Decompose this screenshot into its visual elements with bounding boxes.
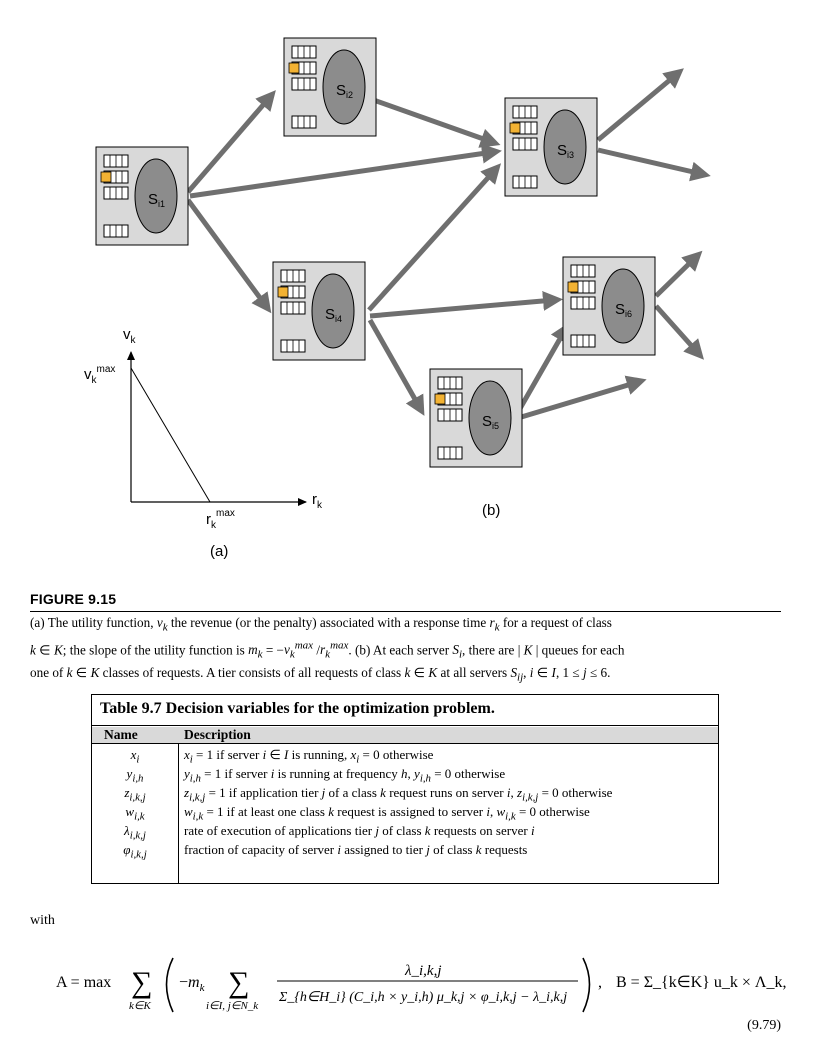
svg-text:Si4: Si4 bbox=[325, 306, 342, 324]
caption-rule bbox=[30, 611, 781, 612]
equation-9-79: A = max ∑ k∈K −mk ∑ i∈I, j∈N_k λ_i,k,j Σ… bbox=[56, 957, 786, 1013]
eq-sum-1: ∑ bbox=[131, 966, 152, 999]
row-name: wi,k bbox=[125, 804, 145, 823]
table-row: λi,k,j rate of execution of applications… bbox=[92, 821, 718, 842]
arrow-si5-si6 bbox=[515, 322, 570, 414]
arrow-si2-si3 bbox=[367, 95, 501, 148]
row-name: zi,k,j bbox=[124, 785, 146, 804]
utility-function-plot: vk vkmax rk rkmax (a) bbox=[84, 326, 323, 560]
eq-paren-right bbox=[582, 957, 591, 1013]
caption-line-3: one of k ∈ K classes of requests. A tier… bbox=[30, 664, 611, 684]
arrow-si3-out-up bbox=[596, 68, 684, 142]
server-si1: Si1 bbox=[95, 146, 189, 246]
svg-text:Si5: Si5 bbox=[482, 413, 499, 431]
caption-line-2: k ∈ K; the slope of the utility function… bbox=[30, 639, 625, 661]
figure-caption: (a) The utility function, vk the revenue… bbox=[30, 614, 790, 686]
arrow-si4-si5 bbox=[367, 318, 425, 416]
svg-text:Si1: Si1 bbox=[148, 191, 165, 209]
y-max-label: vkmax bbox=[84, 364, 115, 386]
eq-paren-left bbox=[165, 957, 174, 1013]
arrow-si1-si3 bbox=[189, 143, 502, 199]
server-si6: Si6 bbox=[562, 256, 656, 356]
eq-numerator: λ_i,k,j bbox=[404, 963, 442, 979]
row-description: fraction of capacity of server i assigne… bbox=[184, 842, 528, 857]
y-axis-label: vk bbox=[123, 326, 137, 346]
panel-b-label: (b) bbox=[482, 502, 500, 519]
with-text: with bbox=[30, 913, 55, 928]
table-body: xi xi = 1 if server i ∈ I is running, xi… bbox=[92, 745, 718, 861]
svg-text:Si6: Si6 bbox=[615, 301, 632, 319]
caption-line-1: (a) The utility function, vk the revenue… bbox=[30, 615, 612, 634]
row-description: yi,h = 1 if server i is running at frequ… bbox=[184, 766, 506, 785]
table-row: zi,k,j zi,k,j = 1 if application tier j … bbox=[92, 783, 718, 804]
table-row: xi xi = 1 if server i ∈ I is running, xi… bbox=[92, 745, 718, 766]
eq-sum2-sub: i∈I, j∈N_k bbox=[206, 1000, 259, 1012]
table-row: yi,h yi,h = 1 if server i is running at … bbox=[92, 764, 718, 785]
figure-diagram: Si1 Si2 Si3 Si4 Si5 Si6 vk vkmax rk rkma… bbox=[84, 37, 711, 560]
arrow-si6-out-down bbox=[654, 304, 704, 360]
arrow-si3-out-down bbox=[597, 147, 711, 182]
row-name: yi,h bbox=[126, 766, 144, 785]
panel-a-label: (a) bbox=[210, 543, 228, 560]
svg-text:Si2: Si2 bbox=[336, 82, 353, 100]
server-si2: Si2 bbox=[283, 37, 377, 137]
row-description: zi,k,j = 1 if application tier j of a cl… bbox=[184, 785, 613, 804]
x-max-label: rkmax bbox=[206, 508, 235, 531]
eq-sum-2: ∑ bbox=[228, 966, 249, 999]
eq-A-lhs: A = max bbox=[56, 974, 111, 991]
row-name: φi,k,j bbox=[123, 842, 147, 861]
server-si5: Si5 bbox=[429, 368, 523, 468]
row-description: xi = 1 if server i ∈ I is running, xi = … bbox=[184, 747, 434, 766]
table-header: Name Description bbox=[92, 727, 718, 743]
flow-arrows bbox=[185, 68, 711, 421]
arrow-si6-out-up bbox=[654, 250, 703, 298]
eq-B-rhs: B = Σ_{k∈K} u_k × Λ_k, bbox=[616, 974, 786, 991]
svg-text:Si3: Si3 bbox=[557, 142, 574, 160]
eq-comma: , bbox=[598, 974, 602, 991]
server-si3: Si3 bbox=[504, 97, 598, 197]
x-axis-label: rk bbox=[312, 491, 323, 511]
utility-line bbox=[130, 367, 211, 503]
table-rule bbox=[92, 725, 718, 727]
header-name: Name bbox=[104, 727, 138, 742]
table-row: φi,k,j fraction of capacity of server i … bbox=[92, 840, 718, 861]
arrow-si4-si6 bbox=[369, 290, 563, 319]
arrow-si1-si2 bbox=[186, 90, 276, 194]
header-description: Description bbox=[184, 727, 251, 742]
eq-sum1-sub: k∈K bbox=[129, 1000, 151, 1012]
row-description: rate of execution of applications tier j… bbox=[184, 823, 535, 838]
row-name: λi,k,j bbox=[124, 823, 146, 842]
column-divider bbox=[178, 743, 179, 883]
table-header-rule bbox=[92, 743, 718, 744]
table-row: wi,k wi,k = 1 if at least one class k re… bbox=[92, 802, 718, 823]
arrow-si4-si3 bbox=[367, 163, 502, 312]
eq-minus-mk: −mk bbox=[179, 974, 206, 994]
decision-variables-table: Table 9.7 Decision variables for the opt… bbox=[91, 694, 719, 884]
equation-number: (9.79) bbox=[747, 1018, 781, 1033]
row-name: xi bbox=[130, 747, 140, 766]
server-si4: Si4 bbox=[272, 261, 366, 361]
arrow-si1-si4 bbox=[185, 198, 272, 314]
arrow-si5-out bbox=[517, 375, 647, 421]
eq-denominator: Σ_{h∈H_i} (C_i,h × y_i,h) μ_k,j × φ_i,k,… bbox=[278, 990, 567, 1005]
row-description: wi,k = 1 if at least one class k request… bbox=[184, 804, 590, 823]
table-title: Table 9.7 Decision variables for the opt… bbox=[100, 700, 495, 717]
figure-label: FIGURE 9.15 bbox=[30, 591, 117, 607]
